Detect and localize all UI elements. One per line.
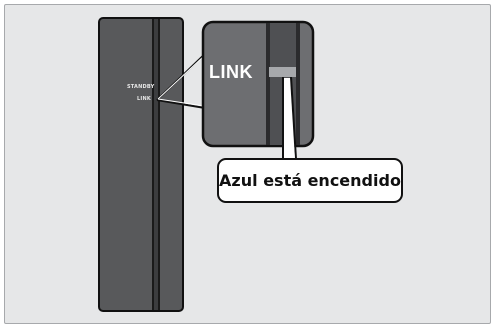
zoom-leader-highlight-top	[157, 55, 205, 100]
status-callout: Azul está encendido	[217, 158, 403, 203]
callout-pointer-right	[290, 76, 297, 160]
zoom-groove-left	[266, 23, 270, 145]
link-led-indicator	[269, 67, 296, 77]
zoom-groove-right	[296, 23, 300, 145]
link-label-zoomed: LINK	[209, 62, 253, 82]
standby-label: STANDBY	[127, 84, 155, 90]
zoom-leader-bottom	[156, 99, 206, 109]
soundbar-body	[98, 17, 184, 312]
zoom-leader-highlight-bottom	[157, 98, 205, 107]
soundbar-groove-fill	[154, 19, 158, 310]
link-label-small: LINK	[137, 96, 151, 102]
callout-pointer-fill	[284, 78, 295, 160]
